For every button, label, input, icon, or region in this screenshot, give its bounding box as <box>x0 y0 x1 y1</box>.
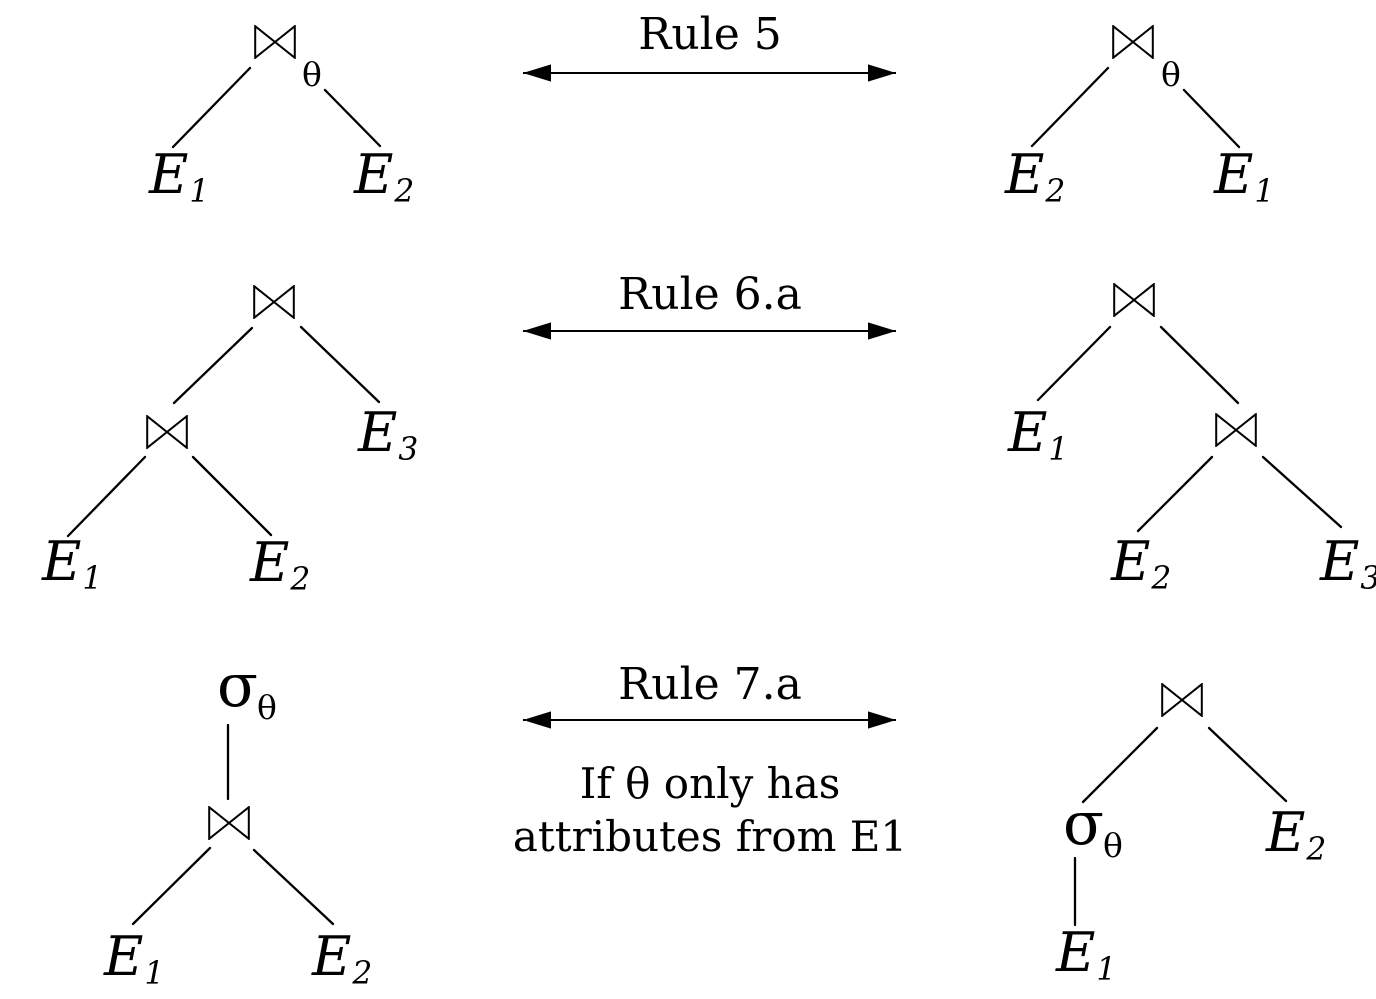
edge-line <box>191 455 273 537</box>
equivalence-arrows <box>523 64 896 729</box>
expression-label-e2: E2 <box>312 925 373 992</box>
join-operator-icon <box>1113 283 1155 317</box>
rule-title-rule6a: Rule 6.a <box>618 269 802 320</box>
edge-line <box>1081 726 1159 804</box>
rule-title-rule5: Rule 5 <box>638 9 782 60</box>
join-operator-icon <box>253 285 295 319</box>
expression-label-e1: E1 <box>1056 921 1117 988</box>
selection-operator: σθ <box>1063 794 1123 862</box>
join-condition-subscript: θ <box>302 55 322 94</box>
expression-label-e1: E1 <box>42 530 103 597</box>
join-operator-icon <box>146 415 188 449</box>
expression-label-e1: E1 <box>1008 401 1069 468</box>
rule-condition: If θ only has attributes from E1 <box>470 757 950 863</box>
rule-condition-line: If θ only has <box>579 759 841 808</box>
rule-title-rule7a: Rule 7.a <box>618 659 802 710</box>
join-condition-subscript: θ <box>1161 55 1181 94</box>
expression-label-e1: E1 <box>149 143 210 210</box>
expression-label-e2: E2 <box>250 531 311 598</box>
edge-line <box>299 325 381 404</box>
expression-label-e3: E3 <box>358 401 419 468</box>
expression-label-e2: E2 <box>354 143 415 210</box>
edge-line <box>1030 66 1110 148</box>
edge-line <box>66 455 147 538</box>
join-operator-icon <box>1215 413 1257 447</box>
tree-edges <box>66 66 1343 927</box>
join-operator-icon <box>1112 25 1154 59</box>
edge-line <box>1136 455 1214 533</box>
edge-line <box>131 846 212 926</box>
join-operator-icon <box>1161 683 1203 717</box>
edge-line <box>252 848 335 926</box>
expression-label-e2: E2 <box>1005 143 1066 210</box>
join-operator-icon <box>254 25 296 59</box>
expression-label-e2: E2 <box>1111 530 1172 597</box>
expression-label-e1: E1 <box>104 925 165 992</box>
edge-line <box>1182 88 1241 149</box>
edge-line <box>1207 726 1288 803</box>
sigma-glyph: σ <box>1063 789 1104 859</box>
edge-line <box>1036 325 1112 402</box>
expression-label-e1: E1 <box>1214 143 1275 210</box>
rule-condition-line: attributes from E1 <box>512 812 908 861</box>
edge-line <box>1261 455 1343 529</box>
expression-label-e3: E3 <box>1320 530 1376 595</box>
sigma-glyph: σ <box>217 651 258 721</box>
edge-line <box>171 66 252 149</box>
join-operator-icon <box>208 806 250 840</box>
selection-condition-subscript: θ <box>256 687 277 727</box>
edge-line <box>1159 325 1240 405</box>
edge-line <box>172 326 254 405</box>
selection-condition-subscript: θ <box>1102 825 1123 865</box>
edge-line <box>323 88 382 148</box>
selection-operator: σθ <box>217 656 277 724</box>
expression-label-e2: E2 <box>1266 801 1327 868</box>
